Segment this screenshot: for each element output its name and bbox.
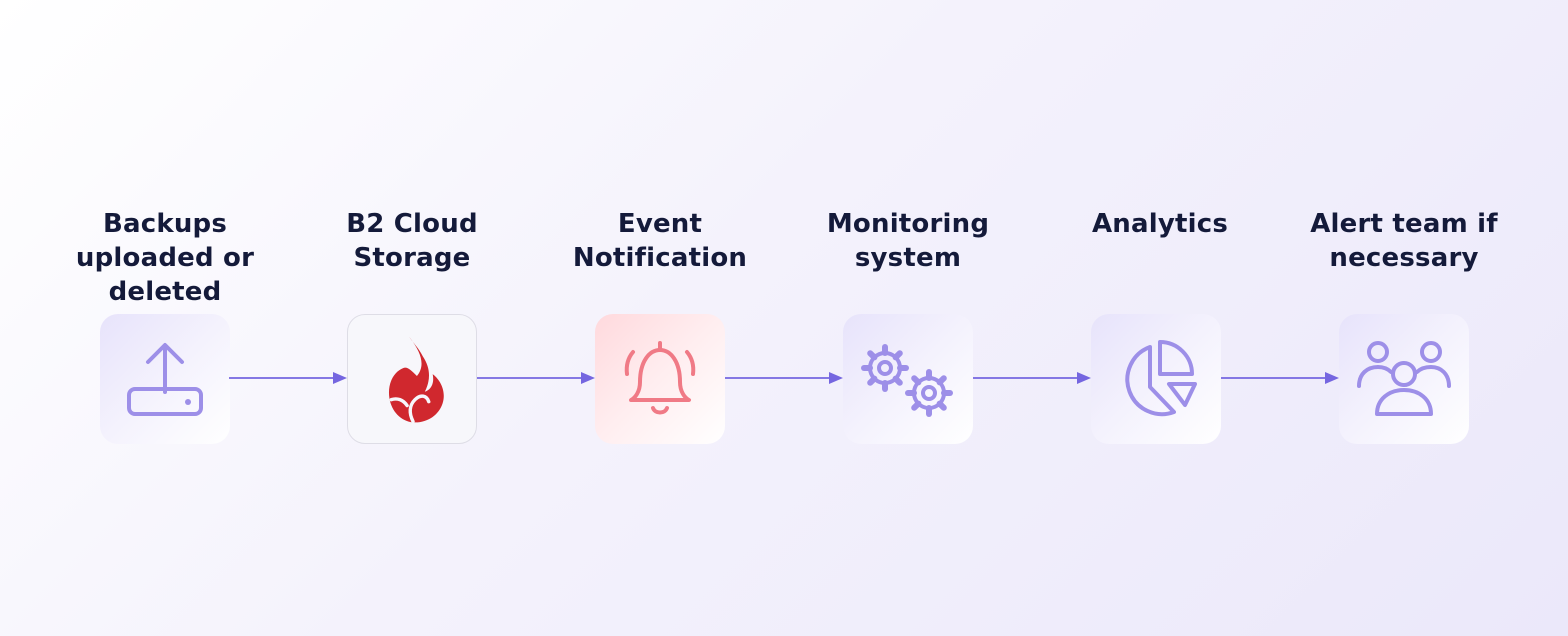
- step-tile-alert-team: [1339, 314, 1469, 444]
- step-tile-event-notification: [595, 314, 725, 444]
- step-label-event-notification: Event Notification: [572, 209, 748, 273]
- gears-icon: [861, 344, 953, 417]
- connector-arrow-4: [973, 372, 1091, 384]
- bell-icon: [624, 341, 696, 415]
- step-tile-backups: [100, 314, 230, 444]
- flame-logo-icon: [388, 336, 444, 424]
- step-tile-b2-cloud-storage: [347, 314, 477, 444]
- pie-chart-icon: [1125, 340, 1197, 417]
- step-label-monitoring-system: Monitoring system: [826, 209, 990, 273]
- step-label-alert-team: Alert team if necessary: [1310, 209, 1498, 273]
- team-icon: [1357, 341, 1451, 416]
- connector-arrow-1: [229, 372, 347, 384]
- step-tile-analytics: [1091, 314, 1221, 444]
- upload-icon: [127, 343, 203, 416]
- step-label-b2-cloud-storage: B2 Cloud Storage: [346, 209, 478, 273]
- step-tile-monitoring-system: [843, 314, 973, 444]
- connector-arrow-3: [725, 372, 843, 384]
- connector-arrow-5: [1221, 372, 1339, 384]
- step-label-analytics: Analytics: [1091, 209, 1229, 239]
- step-label-backups: Backups uploaded or deleted: [75, 209, 255, 307]
- connector-arrow-2: [477, 372, 595, 384]
